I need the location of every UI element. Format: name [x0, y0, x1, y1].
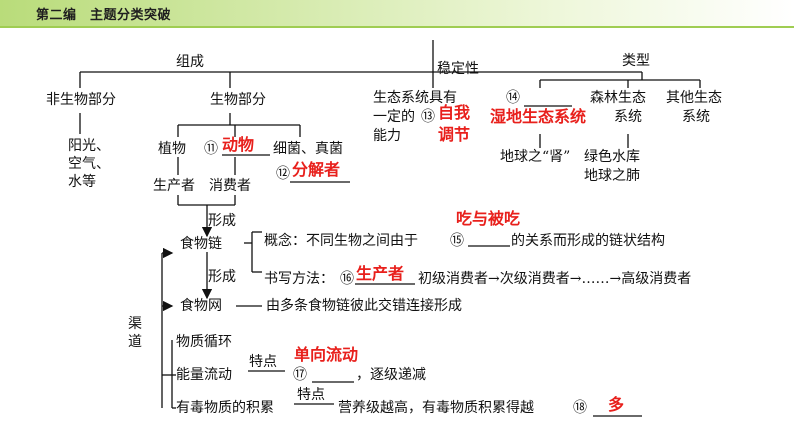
blank-13-number: ⑬	[421, 109, 435, 125]
answer-11: 动物	[222, 135, 255, 154]
toxic-end-text: 营养级越高，有毒物质积累得越	[338, 400, 534, 416]
nonbio-item-air: 空气、	[68, 156, 110, 172]
answer-15: 吃与被吃	[456, 209, 521, 228]
blank-11-number: ⑪	[204, 141, 218, 157]
nonbio-label: 非生物部分	[46, 92, 116, 108]
toxic-feature-label: 特点	[297, 387, 325, 403]
stability-label: 稳定性	[437, 61, 479, 77]
header-accent-line	[0, 26, 794, 28]
form-label-2: 形成	[208, 269, 236, 285]
blank-12-number: ⑫	[276, 166, 290, 182]
concept-text: 概念：不同生物之间由于	[264, 233, 418, 249]
energy-flow-label: 能量流动	[176, 367, 232, 383]
stability-line-2: 一定的	[373, 109, 415, 125]
food-web-description: 由多条食物链彼此交错连接形成	[266, 298, 462, 314]
blank-14-number: ⑭	[506, 90, 520, 106]
energy-feature-label: 特点	[249, 354, 277, 370]
nonbio-item-sun: 阳光、	[68, 138, 110, 154]
composition-label: 组成	[176, 54, 204, 70]
answer-18: 多	[608, 395, 625, 414]
header-bar: 第二编 主题分类突破	[0, 0, 794, 26]
other-line-2: 系统	[682, 109, 710, 125]
forest-line-1: 森林生态	[590, 90, 646, 106]
food-web-label: 食物网	[180, 298, 222, 314]
answer-17: 单向流动	[294, 345, 359, 364]
plants-label: 植物	[158, 141, 186, 157]
other-line-1: 其他生态	[666, 90, 722, 106]
forest-earth-lung: 地球之肺	[584, 168, 640, 184]
types-label: 类型	[622, 53, 650, 69]
producer-consumer-label: 生产者 消费者	[153, 178, 251, 194]
blank-18-number: ⑱	[573, 400, 587, 416]
stability-line-1: 生态系统具有	[373, 90, 457, 106]
energy-end-text: ，逐级递减	[356, 367, 426, 383]
blank-15-number: ⑮	[450, 233, 464, 249]
blank-17-number: ⑰	[293, 367, 307, 383]
bio-label: 生物部分	[210, 92, 266, 108]
header-title: 第二编 主题分类突破	[36, 8, 172, 23]
channel-char-1: 渠	[128, 316, 142, 332]
nonbio-item-water: 水等	[68, 174, 96, 190]
matter-cycle-label: 物质循环	[176, 334, 232, 350]
answer-16: 生产者	[356, 264, 405, 283]
forest-green-reservoir: 绿色水库	[584, 149, 640, 165]
fungi-label: 细菌、真菌	[273, 141, 343, 157]
wetland-kidney: 地球之“肾”	[500, 149, 571, 165]
answer-14: 湿地生态系统	[490, 107, 587, 126]
blank-16-number: ⑯	[340, 271, 354, 287]
answer-12: 分解者	[292, 160, 341, 179]
writing-method-text: 初级消费者→次级消费者→……→高级消费者	[418, 271, 692, 287]
channel-char-2: 道	[128, 334, 142, 350]
form-label-1: 形成	[208, 213, 236, 229]
writing-method-label: 书写方法：	[264, 271, 334, 287]
concept-end-text: 的关系而形成的链状结构	[511, 233, 665, 249]
toxic-accumulation-label: 有毒物质的积累	[176, 400, 274, 416]
answer-13-part-1: 自我	[438, 103, 471, 122]
forest-line-2: 系统	[614, 109, 642, 125]
answer-13-part-2: 调节	[438, 125, 471, 144]
stability-line-3: 能力	[373, 128, 401, 144]
food-chain-label: 食物链	[180, 236, 222, 252]
